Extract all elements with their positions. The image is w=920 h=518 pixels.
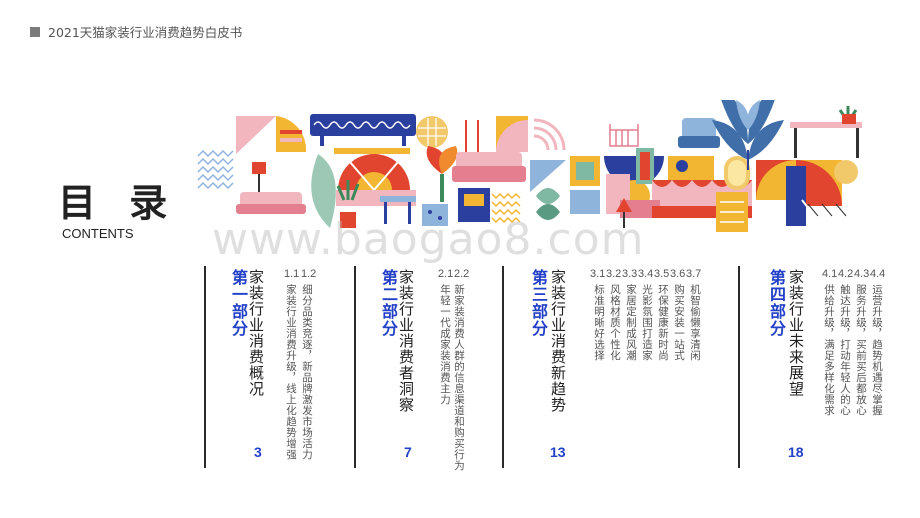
item-number: 3.1 <box>590 268 606 280</box>
toc-section-3[interactable]: 第三部分 家装行业消费新趋势 3.1 3.2 3.3 3.4 3.5 3.6 3… <box>502 266 722 468</box>
section-item: 年轻一代成家装消费主力 <box>439 284 451 405</box>
section-item: 细分品类竞逐，新品牌激发市场活力 <box>301 284 313 460</box>
section-title: 家装行业消费概况 <box>247 269 265 397</box>
item-number: 3.6 <box>670 268 686 280</box>
toc-heading: 目 录 <box>58 181 178 225</box>
toc-section-2[interactable]: 第二部分 家装行业消费者洞察 2.1 2.2 新家装消费人群的信息渠道和购买行为… <box>354 266 484 471</box>
section-divider <box>204 266 206 468</box>
toc-subheading: CONTENTS <box>62 226 134 241</box>
section-part-label: 第一部分 <box>229 269 248 337</box>
document-title: 2021天猫家装行业消费趋势白皮书 <box>48 25 243 40</box>
section-part-label: 第三部分 <box>529 269 548 337</box>
item-number: 1.1 <box>284 268 300 280</box>
section-item: 标准明晰好选择 <box>593 284 605 361</box>
section-item: 风格材质个性化 <box>609 284 621 361</box>
section-divider <box>502 266 504 468</box>
page-number: 13 <box>550 444 566 460</box>
item-number: 3.4 <box>638 268 654 280</box>
page-header: 2021天猫家装行业消费趋势白皮书 <box>30 22 242 41</box>
item-number: 4.4 <box>870 268 886 280</box>
item-number: 3.5 <box>654 268 670 280</box>
section-item: 家装行业消费升级，线上化趋势增强 <box>285 284 297 460</box>
header-square-icon <box>30 26 40 37</box>
item-number: 3.3 <box>622 268 638 280</box>
page-number: 7 <box>404 444 412 460</box>
section-item: 光影氛围打造家 <box>641 284 653 361</box>
section-divider <box>738 266 740 468</box>
furniture-illustration <box>197 100 862 232</box>
watermark: www.baogao8.com <box>212 214 645 265</box>
item-number: 3.2 <box>606 268 622 280</box>
section-title: 家装行业未来展望 <box>787 269 805 397</box>
section-item: 新家装消费人群的信息渠道和购买行为 <box>453 284 465 471</box>
section-item: 运营升级，趋势机遇尽掌握 <box>871 284 883 416</box>
section-item: 服务升级，买前买后都放心 <box>855 284 867 416</box>
section-part-label: 第四部分 <box>767 269 786 337</box>
toc-section-4[interactable]: 第四部分 家装行业未来展望 4.1 4.2 4.3 4.4 运营升级，趋势机遇尽… <box>738 266 898 468</box>
section-item: 家居定制成风潮 <box>625 284 637 361</box>
section-title: 家装行业消费新趋势 <box>549 269 567 413</box>
section-part-label: 第二部分 <box>379 269 398 337</box>
page-number: 3 <box>254 444 262 460</box>
item-number: 1.2 <box>301 268 317 280</box>
section-item: 触达升级，打动年轻人的心 <box>839 284 851 416</box>
section-divider <box>354 266 356 468</box>
section-title: 家装行业消费者洞察 <box>397 269 415 413</box>
item-number: 4.3 <box>854 268 870 280</box>
item-number: 4.2 <box>838 268 854 280</box>
section-item: 环保健康新时尚 <box>657 284 669 361</box>
section-item: 机智偷懒享清闲 <box>689 284 701 361</box>
section-item: 供给升级，满足多样化需求 <box>823 284 835 416</box>
page-number: 18 <box>788 444 804 460</box>
toc-section-1[interactable]: 第一部分 家装行业消费概况 1.1 1.2 细分品类竞逐，新品牌激发市场活力 家… <box>204 266 334 468</box>
item-number: 3.7 <box>686 268 702 280</box>
item-number: 4.1 <box>822 268 838 280</box>
item-number: 2.2 <box>454 268 470 280</box>
item-number: 2.1 <box>438 268 454 280</box>
section-item: 购买安装一站式 <box>673 284 685 361</box>
